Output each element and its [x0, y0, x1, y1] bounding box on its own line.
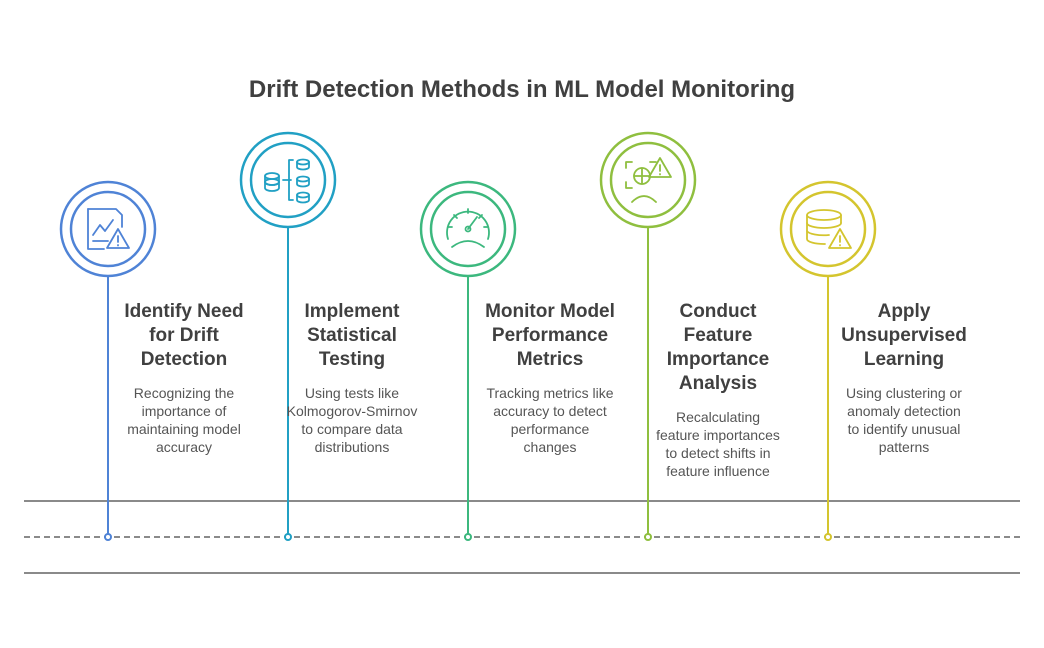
step-title-line: Learning [863, 349, 945, 370]
step-description-line: feature influence [666, 463, 770, 479]
step-3-badge [419, 180, 517, 283]
database-warning-icon [806, 209, 852, 249]
step-description-line: Tracking metrics like [486, 385, 614, 401]
step-description-line: Using clustering or [846, 385, 962, 401]
step-title-line: Performance [491, 325, 609, 346]
step-5-road-marker [824, 533, 832, 541]
step-description-line: to identify unusual [847, 421, 961, 437]
step-4-badge [599, 131, 697, 234]
step-3-description: Tracking metrics like accuracy to detect p… [455, 384, 645, 456]
step-description-line: feature importances [656, 427, 780, 443]
database-compare-icon [264, 158, 310, 204]
road-center-dashed-line [24, 536, 1020, 538]
step-title-line: Statistical [307, 325, 397, 346]
step-4-stem [647, 227, 649, 536]
step-description-line: to compare data [301, 421, 403, 437]
chart-warning-icon [87, 208, 130, 250]
step-description-line: anomaly detection [847, 403, 961, 419]
step-description-line: Using tests like [304, 385, 400, 401]
step-title-line: for Drift [149, 325, 219, 346]
road-bottom-line [24, 572, 1020, 574]
step-2-road-marker [284, 533, 292, 541]
step-5-badge [779, 180, 877, 283]
page-title: Drift Detection Methods in ML Model Moni… [248, 76, 796, 103]
step-description-line: accuracy [155, 439, 213, 455]
step-2-badge [239, 131, 337, 234]
step-4-road-marker [644, 533, 652, 541]
step-3-road-marker [464, 533, 472, 541]
step-title-line: Feature [683, 325, 753, 346]
step-2-stem [287, 227, 289, 536]
step-title-line: Testing [318, 349, 386, 370]
step-title-line: Conduct [679, 301, 757, 322]
step-description-line: Recognizing the [133, 385, 235, 401]
step-description-line: changes [523, 439, 577, 455]
step-1-stem [107, 276, 109, 536]
step-description-line: Recalculating [675, 409, 761, 425]
step-description-line: patterns [878, 439, 930, 455]
step-title-line: Metrics [516, 349, 584, 370]
step-description-line: to detect shifts in [665, 445, 771, 461]
step-5-stem [827, 276, 829, 536]
step-3-stem [467, 276, 469, 536]
step-description-line: distributions [314, 439, 390, 455]
step-title-line: Unsupervised [841, 325, 967, 346]
step-title-line: Apply [877, 301, 931, 322]
step-description-line: Kolmogorov-Smirnov [286, 403, 418, 419]
step-title-line: Detection [140, 349, 228, 370]
step-5-description: Using clustering or anomaly detection to i… [809, 384, 999, 456]
step-description-line: performance [510, 421, 590, 437]
pie-warning-icon [625, 157, 672, 203]
step-4-description: Recalculating feature importances to detec… [623, 408, 813, 480]
step-title-line: Implement [304, 301, 400, 322]
step-title-line: Monitor Model [485, 301, 615, 322]
step-title-line: Identify Need [124, 301, 244, 322]
step-description-line: accuracy to detect [493, 403, 607, 419]
gauge-icon [446, 208, 490, 248]
step-title-line: Importance [666, 349, 770, 370]
step-title-line: Analysis [678, 373, 758, 394]
step-description-line: maintaining model [127, 421, 241, 437]
step-1-description: Recognizing the importance of maintaining … [89, 384, 279, 456]
step-1-road-marker [104, 533, 112, 541]
step-description-line: importance of [141, 403, 227, 419]
road-top-line [24, 500, 1020, 502]
step-1-badge [59, 180, 157, 283]
